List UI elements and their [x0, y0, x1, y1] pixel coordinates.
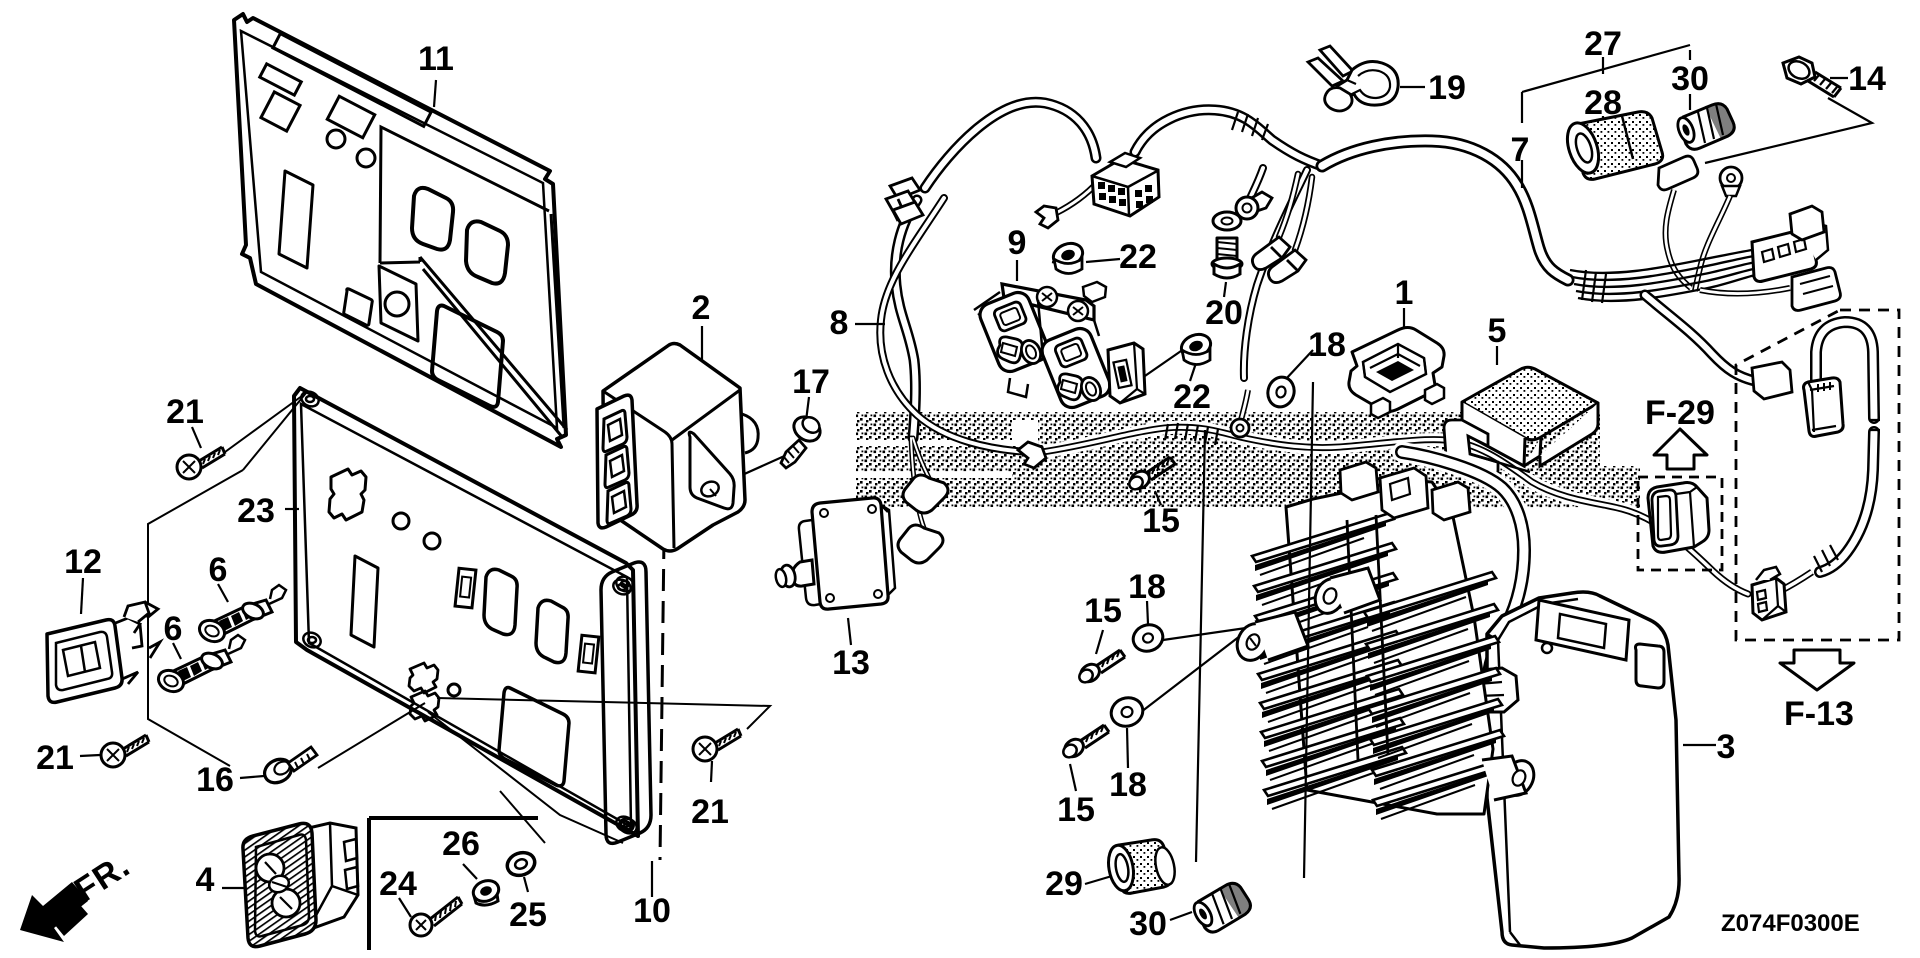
svg-text:18: 18	[1128, 568, 1166, 606]
svg-text:11: 11	[418, 40, 454, 78]
svg-text:16: 16	[196, 761, 234, 799]
svg-text:28: 28	[1584, 84, 1622, 122]
svg-text:9: 9	[1008, 224, 1027, 262]
svg-text:4: 4	[196, 861, 215, 899]
svg-text:29: 29	[1045, 865, 1083, 903]
svg-text:14: 14	[1848, 60, 1886, 98]
svg-text:21: 21	[36, 739, 74, 777]
svg-text:19: 19	[1428, 69, 1466, 107]
svg-text:Z074F0300E: Z074F0300E	[1721, 910, 1860, 937]
svg-text:26: 26	[442, 825, 480, 863]
svg-text:21: 21	[166, 393, 204, 431]
svg-text:22: 22	[1119, 238, 1157, 276]
svg-text:21: 21	[691, 793, 729, 831]
svg-text:15: 15	[1142, 502, 1180, 540]
svg-text:17: 17	[792, 363, 830, 401]
svg-text:12: 12	[64, 543, 102, 581]
svg-text:2: 2	[692, 289, 711, 327]
svg-text:18: 18	[1308, 326, 1346, 364]
svg-text:F-13: F-13	[1784, 695, 1854, 733]
svg-text:6: 6	[209, 551, 228, 589]
svg-text:20: 20	[1205, 294, 1243, 332]
svg-text:10: 10	[633, 892, 671, 930]
svg-text:8: 8	[830, 304, 849, 342]
svg-text:13: 13	[832, 644, 870, 682]
svg-text:30: 30	[1671, 60, 1709, 98]
svg-text:15: 15	[1057, 791, 1095, 829]
svg-text:6: 6	[164, 610, 183, 648]
svg-text:30: 30	[1129, 905, 1167, 943]
svg-text:1: 1	[1395, 274, 1414, 312]
svg-text:24: 24	[379, 865, 417, 903]
svg-text:27: 27	[1584, 25, 1622, 63]
svg-text:22: 22	[1173, 378, 1211, 416]
svg-text:15: 15	[1084, 592, 1122, 630]
svg-text:25: 25	[509, 896, 547, 934]
svg-text:18: 18	[1109, 766, 1147, 804]
svg-text:F-29: F-29	[1645, 394, 1715, 432]
svg-text:7: 7	[1511, 131, 1530, 169]
svg-text:3: 3	[1717, 728, 1736, 766]
svg-text:23: 23	[237, 492, 275, 530]
svg-text:5: 5	[1488, 312, 1507, 350]
